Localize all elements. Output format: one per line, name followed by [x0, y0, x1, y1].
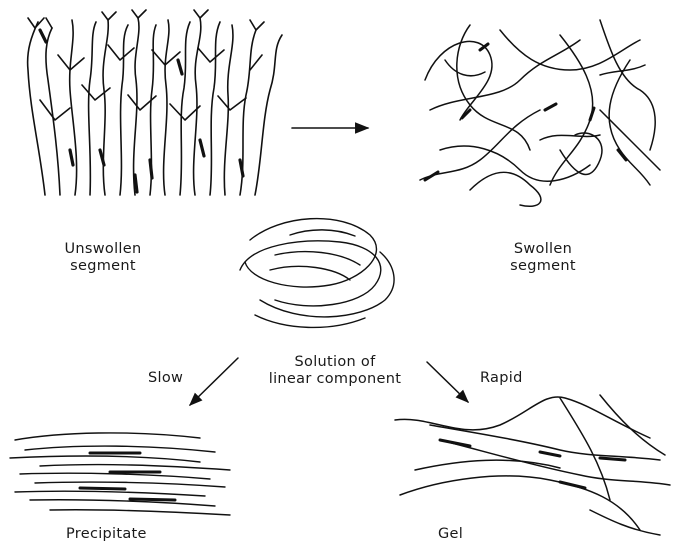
unswollen-segment-label: Unswollen segment [48, 241, 158, 275]
unswollen-segment-drawing [28, 10, 282, 195]
precipitate-label: Precipitate [66, 526, 147, 543]
rapid-label: Rapid [480, 370, 523, 387]
gel-drawing [395, 395, 670, 535]
solution-label: Solution of linear component [245, 354, 425, 388]
rapid-arrow [427, 362, 468, 402]
solution-coil-drawing [240, 219, 394, 328]
swollen-segment-label: Swollen segment [488, 241, 598, 275]
precipitate-drawing [10, 433, 230, 515]
slow-arrow [190, 358, 238, 405]
slow-label: Slow [148, 370, 183, 387]
gel-label: Gel [438, 526, 463, 543]
swollen-segment-drawing [420, 20, 660, 206]
